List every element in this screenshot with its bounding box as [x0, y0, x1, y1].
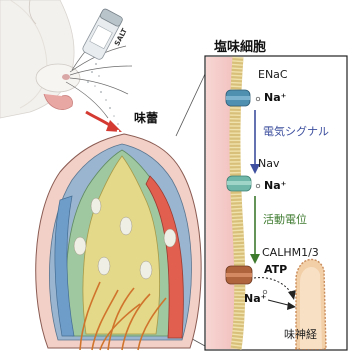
taste-nerve-label: 味神経 — [284, 329, 317, 340]
salt-taste-cell-title: 塩味細胞 — [214, 41, 266, 54]
enac-label: ENaC — [258, 69, 288, 80]
stimulus-arrow — [86, 112, 122, 132]
na-ion-label-3: Na⁺ — [244, 293, 266, 304]
na-ion-label-1: Na⁺ — [264, 92, 286, 103]
electric-signal-label: 電気シグナル — [263, 126, 329, 137]
enac-channel — [226, 90, 250, 106]
nav-channel — [227, 176, 251, 191]
taste-bud — [36, 128, 201, 350]
calhm-label: CALHM1/3 — [262, 247, 319, 258]
na-ion-label-2: Na⁺ — [264, 180, 286, 191]
action-potential-label: 活動電位 — [263, 214, 307, 225]
nav-label: Nav — [258, 158, 279, 169]
taste-bud-label: 味蕾 — [134, 112, 158, 124]
calhm-channel — [226, 266, 252, 284]
atp-label: ATP — [264, 264, 287, 275]
